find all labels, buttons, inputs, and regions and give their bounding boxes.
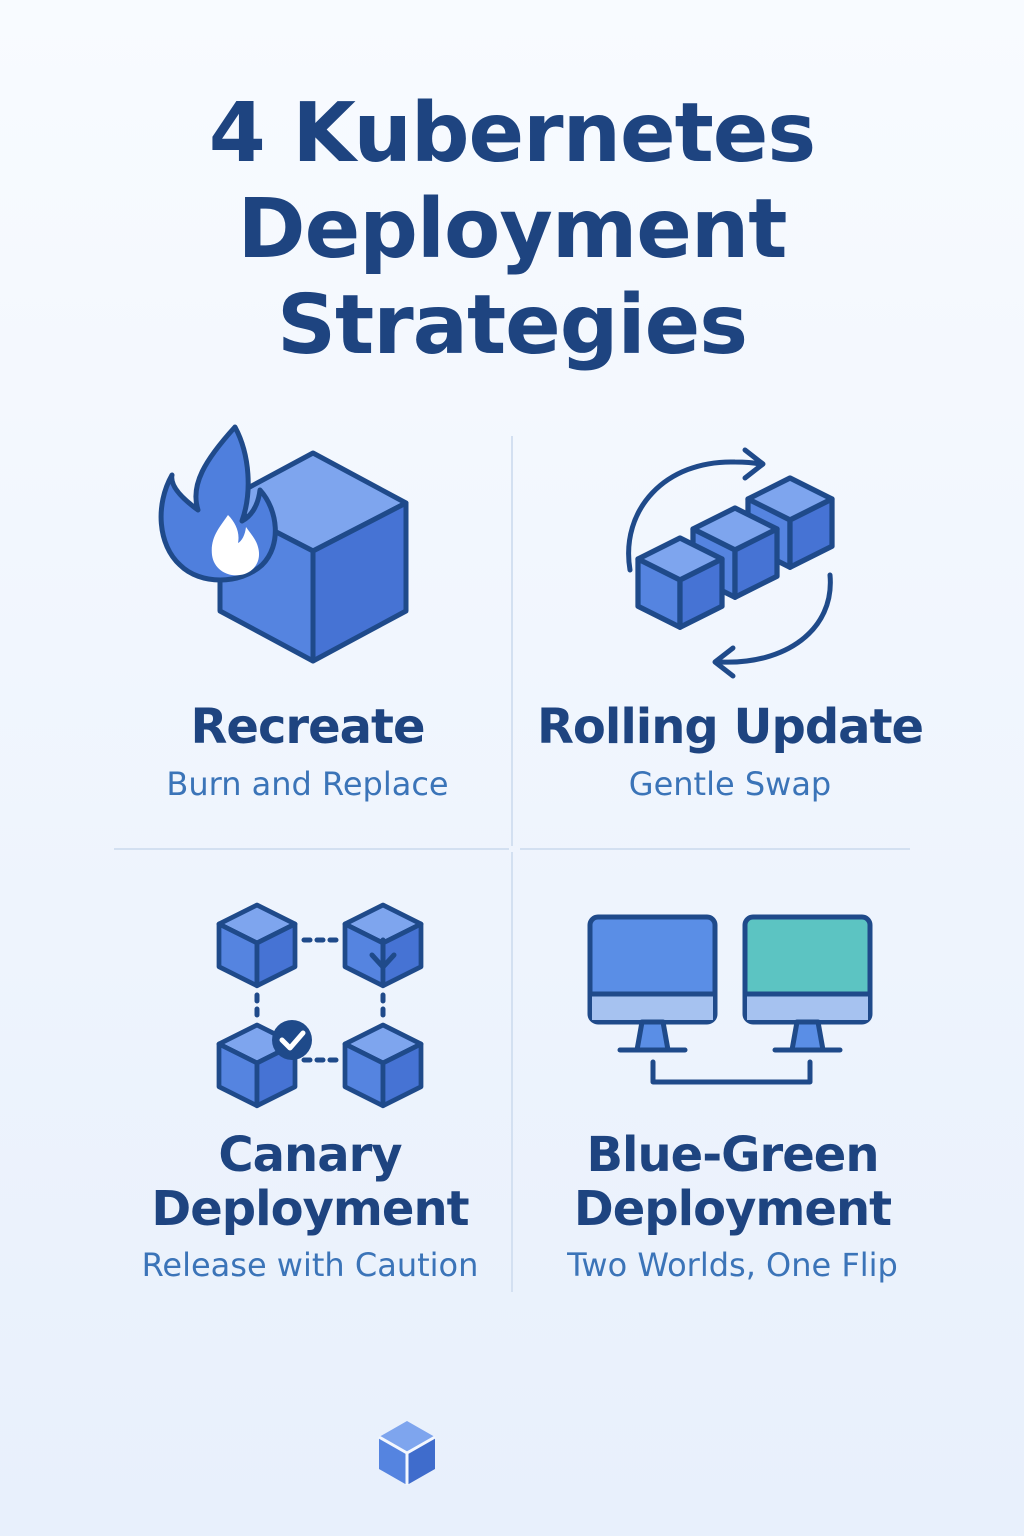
strategy-tagline-canary: Release with Caution <box>141 1246 479 1284</box>
strategy-name-recreate: Recreate <box>190 699 425 755</box>
strategy-name-blue-green: Blue-Green Deployment <box>573 1127 892 1237</box>
kubernetes-cube-logo-icon <box>378 1421 436 1485</box>
rotating-cubes-icon <box>626 447 855 679</box>
strategy-tagline-blue-green: Two Worlds, One Flip <box>567 1246 898 1284</box>
strategy-tagline-recreate: Burn and Replace <box>166 765 449 803</box>
strategy-tagline-rolling-update: Gentle Swap <box>628 765 832 803</box>
title-line-3: Strategies <box>276 278 748 373</box>
title-line-2: Deployment <box>237 182 788 277</box>
flaming-cube-icon <box>158 424 409 664</box>
page-title: 4 Kubernetes Deployment Strategies <box>0 86 1024 374</box>
vertical-divider-bottom <box>511 852 513 1292</box>
canary-cubes-icon <box>200 895 440 1115</box>
dual-monitors-icon <box>587 914 873 1085</box>
vertical-divider-top <box>511 436 513 846</box>
title-line-1: 4 Kubernetes <box>208 86 816 181</box>
horizontal-divider-left <box>114 848 509 850</box>
horizontal-divider-right <box>520 848 910 850</box>
strategy-name-rolling-update: Rolling Update <box>536 699 924 755</box>
strategy-name-canary: Canary Deployment <box>151 1127 469 1237</box>
